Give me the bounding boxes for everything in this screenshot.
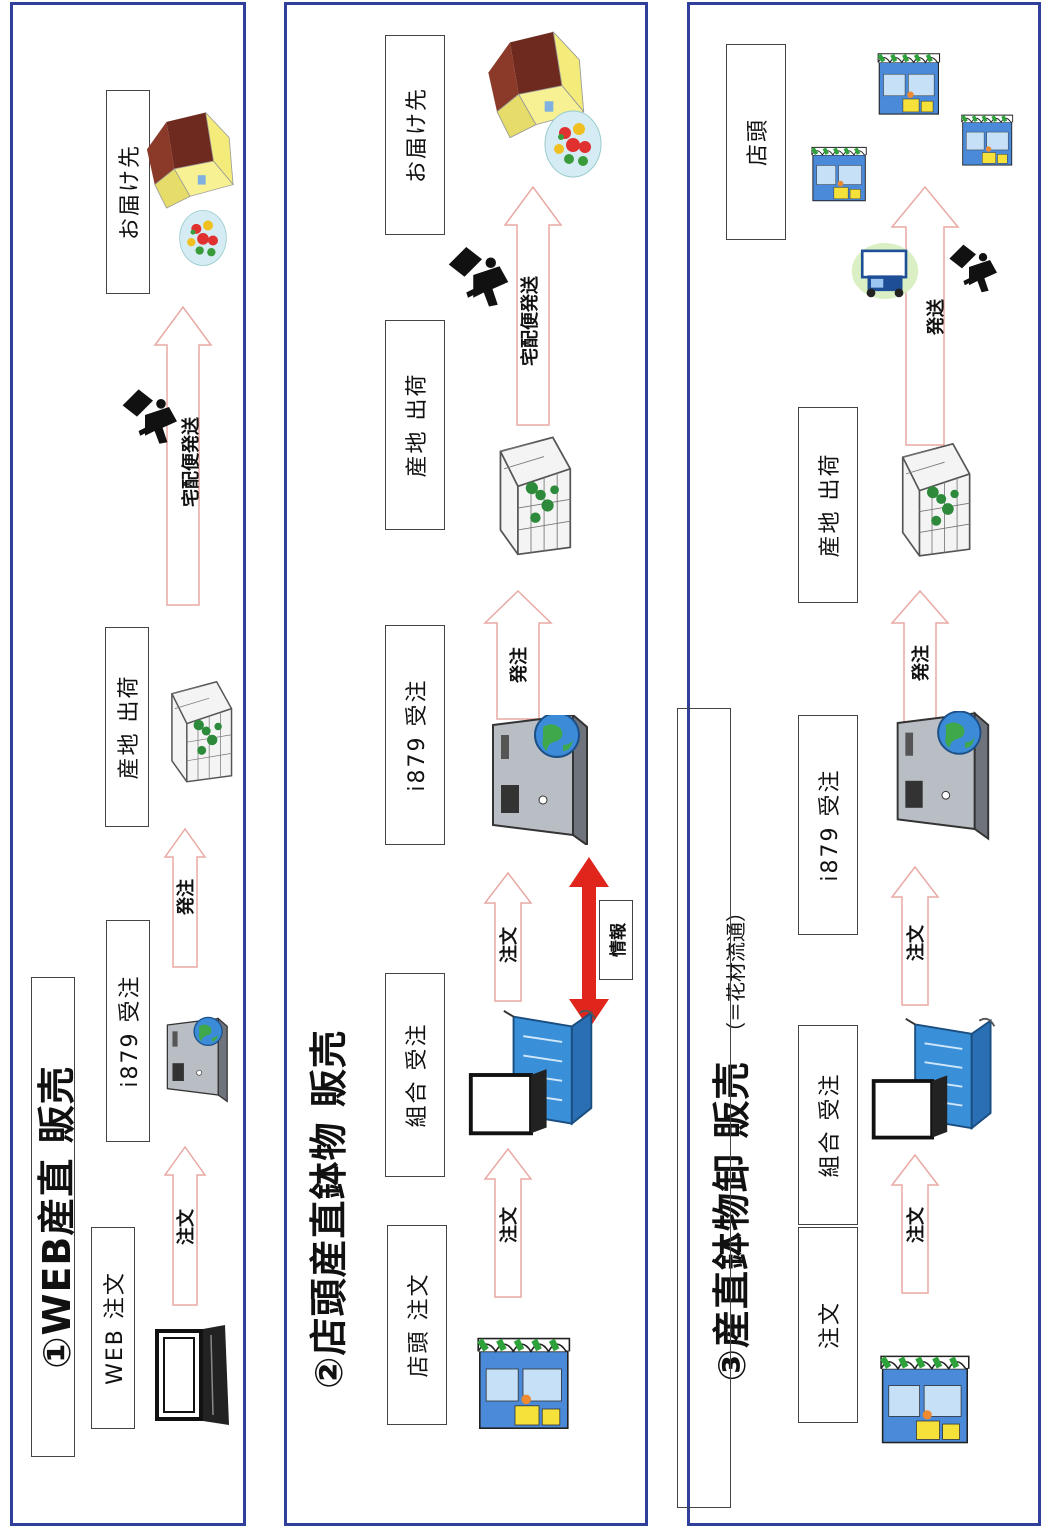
label-i879-order: i879 受注 bbox=[385, 625, 445, 845]
arrow-place-order bbox=[483, 589, 553, 720]
panel-wholesale: ③産直鉢物卸 販売 （＝花材流通） 注文 組合 受注 i879 受注 産地 出荷… bbox=[677, 2, 1041, 1526]
arrow-place-order bbox=[890, 589, 950, 730]
bouquet-icon bbox=[178, 203, 228, 273]
greenhouse-icon bbox=[483, 425, 579, 565]
office-icon bbox=[465, 995, 601, 1155]
shop-icon bbox=[876, 45, 946, 125]
shop-icon bbox=[878, 1321, 978, 1481]
label-i879-order: i879 受注 bbox=[798, 715, 858, 935]
courier-icon bbox=[121, 375, 185, 455]
arrow-order-2 bbox=[890, 865, 940, 1006]
arrow-place-order-text: 発注 bbox=[176, 879, 197, 915]
arrow-order-2 bbox=[483, 871, 533, 1002]
panel-title: ①WEB産直 販売 bbox=[31, 977, 79, 1457]
arrow-place-order-text: 発注 bbox=[509, 647, 530, 683]
label-i879-order: i879 受注 bbox=[106, 920, 150, 1142]
arrow-delivery-text: 宅配便発送 bbox=[520, 276, 541, 366]
title-frame bbox=[677, 708, 731, 1508]
shop-icon bbox=[810, 137, 872, 213]
arrow-order-2-text: 注文 bbox=[499, 927, 520, 963]
panel-web-direct: ①WEB産直 販売 WEB 注文 i879 受注 産地 出荷 お届け先 注文 発… bbox=[10, 2, 246, 1526]
panel-store-direct: ②店頭産直鉢物 販売 店頭 注文 組合 受注 i879 受注 産地 出荷 お届け… bbox=[284, 2, 648, 1526]
label-destination: お届け先 bbox=[385, 35, 445, 235]
arrow-order-1-text: 注文 bbox=[499, 1207, 520, 1243]
server-icon bbox=[161, 1005, 231, 1115]
courier-icon bbox=[948, 235, 1004, 299]
office-icon bbox=[868, 1001, 1000, 1161]
server-icon bbox=[888, 711, 994, 841]
panel-title: ②店頭産直鉢物 販売 bbox=[306, 1029, 351, 1389]
label-web-order: WEB 注文 bbox=[91, 1227, 135, 1429]
laptop-icon bbox=[153, 1295, 233, 1455]
label-union-order: 組合 受注 bbox=[385, 973, 445, 1177]
arrow-order-text: 注文 bbox=[176, 1209, 197, 1245]
truck-icon bbox=[850, 237, 920, 305]
courier-icon bbox=[447, 235, 517, 315]
server-icon bbox=[483, 715, 593, 845]
label-store: 店頭 bbox=[726, 44, 786, 240]
arrow-order-2-text: 注文 bbox=[906, 925, 927, 961]
arrow-place-order-text: 発注 bbox=[911, 645, 932, 681]
shop-icon bbox=[475, 1305, 579, 1465]
label-store-order: 店頭 注文 bbox=[387, 1225, 447, 1425]
arrow-delivery bbox=[503, 185, 563, 426]
arrow-order-1 bbox=[483, 1147, 533, 1298]
arrow-ship-text: 発送 bbox=[926, 299, 947, 335]
arrow-order-1-text: 注文 bbox=[906, 1207, 927, 1243]
shop-icon bbox=[960, 103, 1018, 179]
label-farm-shipment: 産地 出荷 bbox=[105, 627, 149, 827]
label-order: 注文 bbox=[798, 1227, 858, 1423]
greenhouse-icon bbox=[157, 661, 239, 801]
label-farm-shipment: 産地 出荷 bbox=[385, 320, 445, 530]
arrow-order-1 bbox=[890, 1153, 940, 1294]
arrow-order bbox=[163, 1145, 207, 1306]
label-union-order: 組合 受注 bbox=[798, 1025, 858, 1225]
info-label: 情報 bbox=[599, 900, 633, 980]
label-farm-shipment: 産地 出荷 bbox=[798, 407, 858, 603]
arrow-place-order bbox=[163, 827, 207, 968]
arrow-delivery bbox=[153, 305, 213, 606]
bouquet-icon bbox=[543, 101, 603, 187]
greenhouse-icon bbox=[886, 429, 978, 569]
info-double-arrow bbox=[569, 857, 609, 1029]
